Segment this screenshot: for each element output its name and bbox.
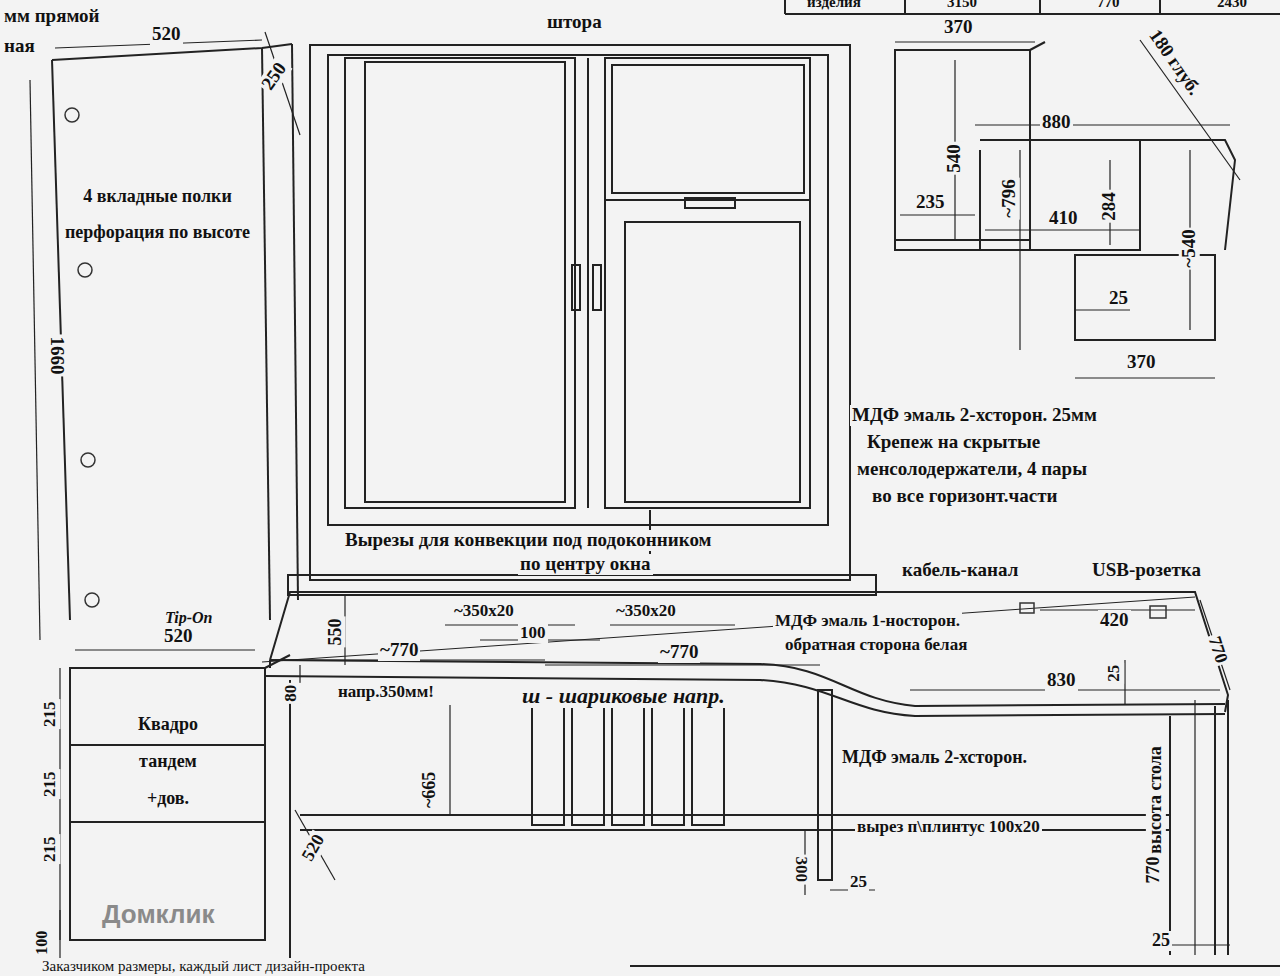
dimension-label: менсолодержатели, 4 пары <box>855 459 1089 480</box>
dimension-label: штора <box>545 12 604 33</box>
dimension-label: 520 <box>297 830 330 867</box>
dimension-label: 370 <box>1125 352 1158 373</box>
dimension-label: 770 <box>1095 0 1122 11</box>
dimension-label: 880 <box>1040 112 1073 133</box>
dimension-label: 300 <box>791 855 810 885</box>
watermark: Домклик <box>100 900 216 929</box>
dimension-label: 410 <box>1047 208 1080 229</box>
dimension-label: ~350x20 <box>452 602 516 621</box>
dimension-label: 2430 <box>1215 0 1249 11</box>
dimension-label: напр.350мм! <box>336 683 436 702</box>
dimension-label: 215 <box>41 770 60 800</box>
dimension-label: ~665 <box>420 770 440 810</box>
dimension-label: 215 <box>41 835 60 865</box>
dimension-label: 25 <box>848 873 869 892</box>
dimension-label: 420 <box>1098 610 1131 631</box>
dimension-label: Заказчиком размеры, каждый лист дизайн-п… <box>40 958 367 975</box>
dimension-label: МДФ эмаль 1-носторон. <box>773 612 962 631</box>
dimension-label: ~540 <box>1179 227 1200 269</box>
dimension-label: кабель-канал <box>900 560 1020 581</box>
dimension-label: изделия <box>805 0 863 11</box>
cabinet-note: 4 вкладные полки перфорация по высоте <box>55 178 260 250</box>
dimension-label: Вырезы для конвекции под подоконником <box>343 530 714 551</box>
dimension-label: МДФ эмаль 2-хсторон. <box>840 748 1029 768</box>
cabinet-note: Квадро тандем +дов. <box>123 706 213 817</box>
dimension-label: во все горизонт.части <box>870 486 1059 507</box>
dimension-label: 770 <box>1144 854 1164 885</box>
dimension-label: высота стола <box>1146 744 1166 856</box>
dimension-label: ~770 <box>658 642 700 663</box>
dimension-label: 235 <box>914 192 947 213</box>
dimension-label: 215 <box>41 700 60 730</box>
dimension-label: 25 <box>1150 931 1172 951</box>
dimension-label: Крепеж на скрытые <box>865 432 1042 453</box>
dimension-label: вырез п\плинтус 100х20 <box>855 818 1042 837</box>
dimension-label: 25 <box>1105 663 1124 684</box>
dimension-label: мм прямой <box>2 6 102 27</box>
dimension-label: 540 <box>944 142 965 175</box>
dimension-label: 520 <box>162 626 195 647</box>
dimension-label: ~770 <box>378 640 420 661</box>
dimension-label: 550 <box>326 616 346 647</box>
dimension-label: USB-розетка <box>1090 560 1203 581</box>
dimension-label: 370 <box>942 17 975 38</box>
cabinet-box: 4 вкладные полки перфорация по высоте <box>50 58 265 618</box>
dimension-label: обратная сторона белая <box>783 636 969 655</box>
dimension-label: 80 <box>282 683 301 704</box>
dimension-label: МДФ эмаль 2-хсторон. 25мм <box>850 405 1099 426</box>
dimension-label: Tip-On <box>163 609 214 627</box>
dimension-label: 770 <box>1203 632 1231 668</box>
dimension-label: 1660 <box>47 334 68 376</box>
dimension-label: 25 <box>1107 288 1130 309</box>
dimension-label: 830 <box>1045 670 1078 691</box>
dimension-label: по центру окна <box>518 554 653 575</box>
dimension-label: ная <box>2 36 37 57</box>
dimension-label: 520 <box>150 24 183 45</box>
dimension-label: 284 <box>1099 190 1120 223</box>
dimension-label: ~796 <box>999 177 1020 219</box>
dimension-label: 100 <box>518 624 548 643</box>
dimension-label: ~350x20 <box>614 602 678 621</box>
dimension-label: 3150 <box>945 0 979 11</box>
dimension-label: 100 <box>33 929 51 957</box>
dimension-label: ш - шариковые напр. <box>520 684 727 708</box>
